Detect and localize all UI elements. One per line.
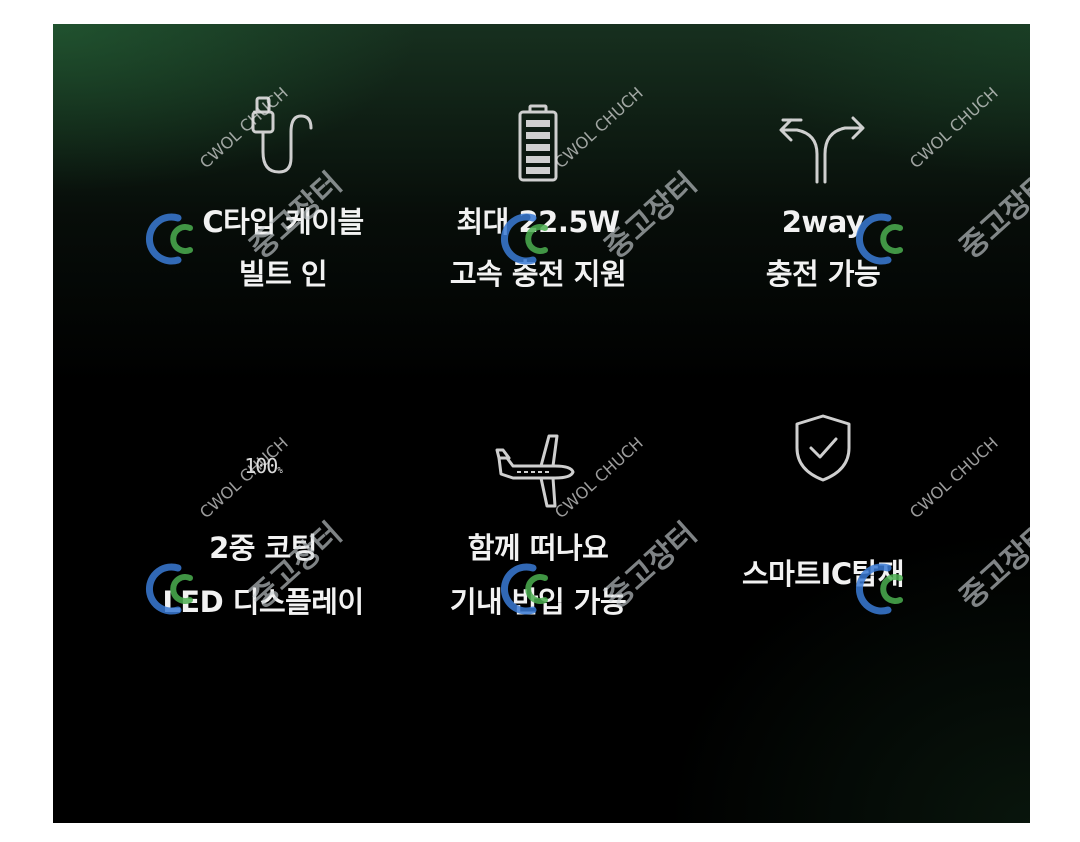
feature-line-2: 빌트 인 xyxy=(238,257,328,291)
usb-c-cable-icon xyxy=(243,94,323,184)
feature-usb-c-cable: C타입 케이블 빌트 인 xyxy=(123,94,443,304)
feature-line-2: 충전 가능 xyxy=(765,257,881,291)
feature-line-1: 스마트IC탑재 xyxy=(742,557,904,591)
feature-line-1: 2중 코팅 xyxy=(209,531,317,565)
feature-fast-charge: 최대 22.5W 고속 충전 지원 xyxy=(378,94,698,304)
feature-line-2: LED 디스플레이 xyxy=(162,585,364,619)
feature-line-1: 2way xyxy=(781,205,865,239)
feature-led-display: 100% 2중 코팅 LED 디스플레이 xyxy=(103,444,423,654)
feature-carry-on: 함께 떠나요 기내 반입 가능 xyxy=(378,424,698,644)
feature-line-2: 기내 반입 가능 xyxy=(449,585,627,619)
display-readout: 100 xyxy=(244,454,278,478)
feature-line-2: 고속 충전 지원 xyxy=(449,257,627,291)
feature-panel: C타입 케이블 빌트 인 최대 22.5W 고속 충전 지원 xyxy=(53,24,1030,823)
feature-2way-charge: 2way 충전 가능 xyxy=(663,94,983,304)
display-readout-unit: % xyxy=(277,466,283,476)
battery-icon xyxy=(516,104,560,184)
feature-smart-ic: 스마트IC탑재 xyxy=(663,412,983,612)
split-arrows-icon xyxy=(775,108,871,184)
feature-line-1: C타입 케이블 xyxy=(202,205,364,239)
shield-check-icon xyxy=(791,412,855,484)
digital-display-icon: 100% xyxy=(244,454,283,478)
feature-line-1: 함께 떠나요 xyxy=(467,531,609,565)
airplane-icon xyxy=(493,428,583,508)
feature-line-1: 최대 22.5W xyxy=(456,205,621,239)
